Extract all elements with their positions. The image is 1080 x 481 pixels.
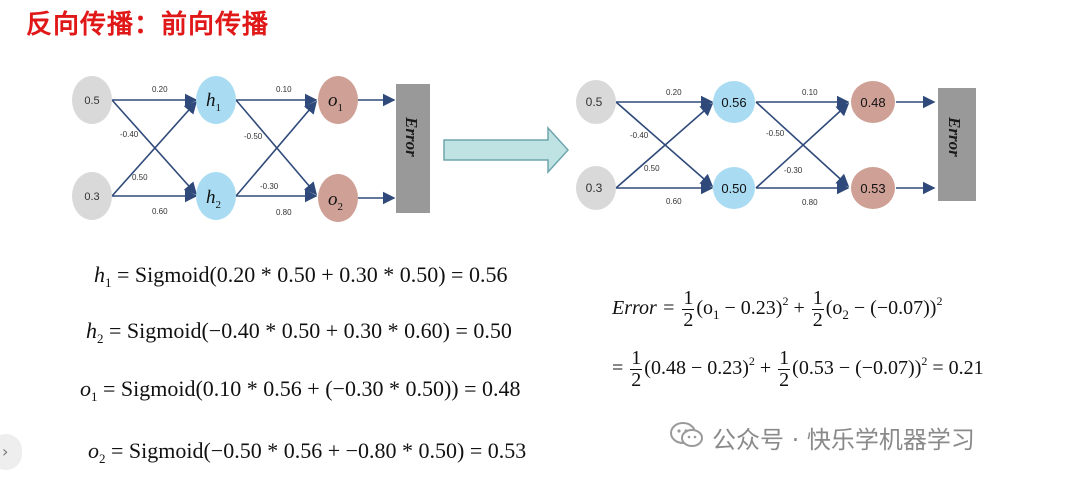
hidden-node-2 bbox=[196, 172, 236, 220]
hidden-node-2-label: 0.50 bbox=[721, 181, 746, 196]
watermark-text: 公众号 · 快乐学机器学习 bbox=[712, 426, 975, 454]
input-node-2-label: 0.3 bbox=[586, 181, 603, 195]
network-diagrams: 0.20 -0.40 0.50 0.60 0.10 -0.50 -0.30 0.… bbox=[72, 76, 976, 222]
weight-label: 0.60 bbox=[666, 197, 682, 206]
edge-h2-o1 bbox=[235, 100, 318, 197]
output-node-2 bbox=[851, 167, 895, 209]
weight-label: 0.50 bbox=[132, 173, 148, 182]
error-box bbox=[938, 88, 976, 201]
error-box-label: Error bbox=[945, 116, 964, 157]
output-node-2-label: 0.53 bbox=[860, 181, 885, 196]
weight-label: -0.30 bbox=[784, 166, 803, 175]
weight-label: 0.80 bbox=[276, 208, 292, 217]
forward-arrow-icon bbox=[443, 126, 570, 174]
weight-label: -0.50 bbox=[766, 129, 785, 138]
wechat-icon bbox=[670, 422, 703, 447]
weight-label: 0.50 bbox=[644, 164, 660, 173]
input-node-2-label: 0.3 bbox=[84, 191, 99, 203]
input-node-1 bbox=[576, 80, 616, 124]
hidden-node-1 bbox=[196, 76, 236, 124]
weight-label: 0.20 bbox=[152, 85, 168, 94]
edge-h2-o1 bbox=[755, 102, 850, 189]
error-box bbox=[396, 84, 430, 213]
hidden-node-1-label: h1 bbox=[206, 90, 221, 114]
equation-h1: h1 = Sigmoid(0.20 * 0.50 + 0.30 * 0.50) … bbox=[94, 262, 508, 290]
output-node-1 bbox=[851, 81, 895, 123]
side-expand-tab[interactable]: › bbox=[0, 434, 22, 470]
weight-label: 0.10 bbox=[802, 88, 818, 97]
input-node-1-label: 0.5 bbox=[84, 95, 99, 107]
input-node-2 bbox=[72, 172, 112, 220]
edge-h1-o2 bbox=[755, 101, 850, 188]
hidden-node-2-label: h2 bbox=[206, 187, 221, 211]
weight-label: 0.80 bbox=[802, 198, 818, 207]
error-box-label: Error bbox=[402, 116, 421, 157]
equation-o1: o1 = Sigmoid(0.10 * 0.56 + (−0.30 * 0.50… bbox=[80, 376, 521, 404]
output-node-2-label: o2 bbox=[328, 189, 343, 213]
hidden-node-1 bbox=[713, 81, 755, 123]
input-node-2 bbox=[576, 166, 616, 210]
output-node-1-label: o1 bbox=[328, 90, 343, 114]
weight-label: 0.10 bbox=[276, 85, 292, 94]
left-network: 0.20 -0.40 0.50 0.60 0.10 -0.50 -0.30 0.… bbox=[72, 76, 430, 222]
weight-label: 0.20 bbox=[666, 88, 682, 97]
equation-h2: h2 = Sigmoid(−0.40 * 0.50 + 0.30 * 0.60)… bbox=[86, 318, 512, 346]
output-node-1 bbox=[318, 76, 358, 124]
edge-h1-o2 bbox=[235, 99, 318, 196]
output-node-2 bbox=[318, 174, 358, 222]
weight-label: 0.60 bbox=[152, 207, 168, 216]
equation-o2: o2 = Sigmoid(−0.50 * 0.56 + −0.80 * 0.50… bbox=[88, 438, 527, 466]
chevron-right-icon: › bbox=[2, 442, 9, 461]
edge-in1-h2 bbox=[615, 101, 714, 188]
edge-in1-h2 bbox=[111, 99, 198, 196]
edge-in2-h1 bbox=[615, 102, 714, 189]
input-node-1 bbox=[72, 76, 112, 124]
hidden-node-2 bbox=[713, 167, 755, 209]
page-title: 反向传播：前向传播 bbox=[26, 10, 270, 40]
weight-label: -0.40 bbox=[120, 130, 139, 139]
input-node-1-label: 0.5 bbox=[586, 95, 603, 109]
edge-in2-h1 bbox=[111, 100, 198, 197]
weight-label: -0.30 bbox=[260, 182, 279, 191]
hidden-node-1-label: 0.56 bbox=[721, 95, 746, 110]
output-node-1-label: 0.48 bbox=[860, 95, 885, 110]
right-network: 0.20 -0.40 0.50 0.60 0.10 -0.50 -0.30 0.… bbox=[576, 80, 976, 210]
weight-label: -0.40 bbox=[630, 131, 649, 140]
weight-label: -0.50 bbox=[244, 132, 263, 141]
